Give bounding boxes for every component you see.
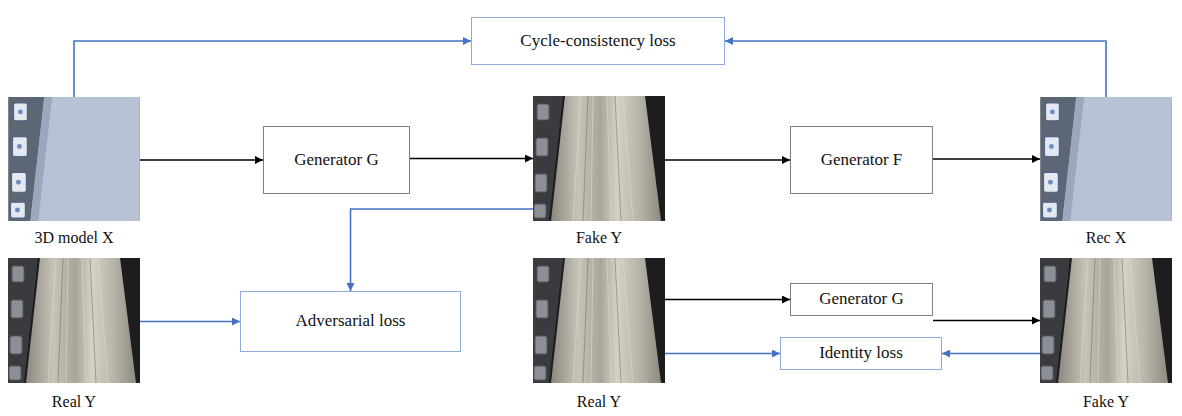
loss-arrow (725, 41, 1106, 97)
box-label: Generator F (821, 150, 903, 170)
image-panel: Fake Y (533, 96, 665, 221)
image-caption: 3D model X (34, 229, 113, 247)
caption-holder: Fake Y (533, 229, 665, 247)
reconstructed-image (1041, 97, 1172, 221)
real-image (533, 258, 665, 383)
image-caption: Fake Y (576, 229, 622, 247)
flow-arrow (665, 299, 790, 301)
flow-arrow (665, 159, 790, 161)
loss-arrow (665, 353, 780, 355)
caption-holder: Real Y (533, 393, 665, 411)
loss-arrow (140, 321, 240, 323)
image-panel: Real Y (8, 258, 140, 383)
box-label: Adversarial loss (295, 311, 405, 331)
loss-box: Adversarial loss (240, 291, 461, 352)
image-caption: Real Y (577, 393, 621, 411)
loss-arrow (351, 209, 534, 291)
real-image (8, 258, 140, 383)
box-label: Generator G (294, 150, 379, 170)
loss-arrow (942, 353, 1040, 355)
image-caption: Real Y (52, 393, 96, 411)
generator-box: Generator G (263, 126, 410, 194)
loss-box: Identity loss (780, 337, 942, 370)
generated-image (1040, 258, 1172, 383)
generator-box: Generator F (790, 126, 933, 194)
image-panel: Rec X (1040, 97, 1172, 221)
image-caption: Fake Y (1083, 393, 1129, 411)
model-image (9, 97, 140, 221)
generator-box: Generator G (790, 283, 933, 316)
loss-box: Cycle-consistency loss (471, 17, 725, 65)
image-panel: Real Y (533, 258, 665, 383)
box-label: Cycle-consistency loss (520, 31, 675, 51)
caption-holder: Real Y (8, 393, 140, 411)
image-caption: Rec X (1086, 229, 1126, 247)
caption-holder: Rec X (1040, 229, 1172, 247)
caption-holder: 3D model X (8, 229, 140, 247)
box-label: Generator G (819, 289, 904, 309)
box-label: Identity loss (819, 343, 903, 363)
caption-holder: Fake Y (1040, 393, 1172, 411)
generated-image (533, 96, 665, 221)
image-panel: Fake Y (1040, 258, 1172, 383)
flow-arrow (933, 158, 1040, 160)
flow-arrow (410, 158, 533, 160)
loss-arrow (74, 41, 471, 97)
image-panel: 3D model X (8, 97, 140, 221)
flow-arrow (933, 320, 1040, 322)
flow-arrow (140, 159, 263, 161)
